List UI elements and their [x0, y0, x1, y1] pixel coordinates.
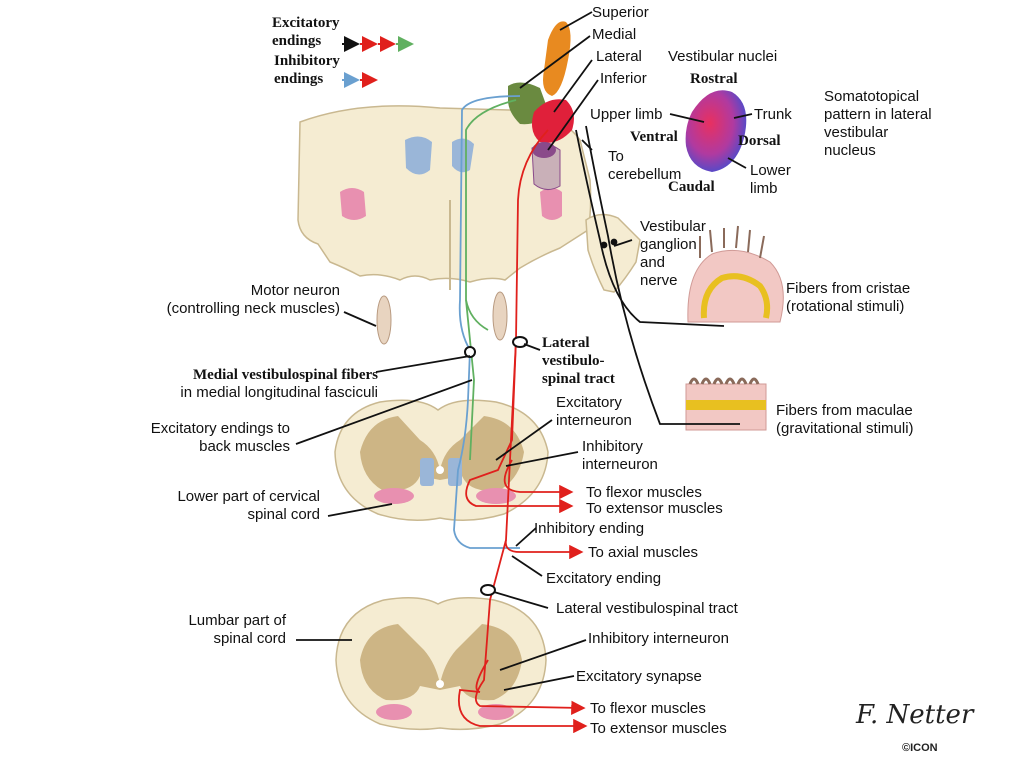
brainstem-section [297, 105, 641, 293]
lateral-nucleus [532, 99, 574, 143]
label-motor-neuron: Motor neuron(controlling neck muscles) [166, 282, 340, 317]
superior-nucleus [543, 21, 571, 97]
label-lateral: Lateral [596, 48, 642, 65]
label-to-flexor-2: To flexor muscles [590, 700, 706, 717]
crista-ampullaris [687, 225, 784, 323]
label-dorsal: Dorsal [738, 133, 781, 149]
motor-neuron-right [492, 291, 508, 341]
signature: F. Netter [856, 700, 974, 730]
lumbar-cord [335, 597, 547, 731]
label-lateral-tract-bottom: Lateral vestibulospinal tract [556, 600, 738, 617]
somatotopic-blob [685, 90, 747, 172]
macula [685, 377, 767, 431]
legend-arrows [342, 36, 414, 88]
fiber-pathways [453, 95, 740, 734]
label-to-extensor-2: To extensor muscles [590, 720, 727, 737]
label-excitatory-ending: Excitatory ending [546, 570, 662, 587]
label-superior: Superior [592, 4, 649, 21]
lateral-tract-ring-top [512, 336, 528, 348]
cervical-cord [334, 399, 549, 521]
motor-neuron-left [376, 295, 392, 345]
leader-lines [295, 11, 753, 691]
label-to-flexor-1: To flexor muscles [586, 484, 702, 501]
label-inhibitory-ending: Inhibitory ending [534, 520, 645, 537]
label-medial-fibers-bold: Medial vestibulospinal fibers [192, 367, 378, 383]
label-ventral: Ventral [630, 129, 678, 145]
label-to-axial: To axial muscles [588, 544, 699, 561]
vestibular-nuclei [508, 21, 574, 190]
lateral-tract-ring-bottom [480, 584, 496, 596]
label-caudal: Caudal [668, 179, 715, 195]
label-upper-limb: Upper limb [590, 106, 663, 123]
label-trunk: Trunk [754, 106, 792, 123]
label-fibers-maculae: Fibers from maculae(gravitational stimul… [776, 402, 914, 437]
label-fibers-cristae: Fibers from cristae(rotational stimuli) [786, 280, 911, 315]
label-medial: Medial [592, 26, 637, 43]
label-rostral: Rostral [690, 71, 738, 87]
label-inhibitory-interneuron-2: Inhibitory interneuron [588, 630, 729, 647]
label-inferior: Inferior [600, 70, 647, 87]
label-vestibular-nuclei: Vestibular nuclei [668, 48, 778, 65]
medial-fiber-ring [464, 346, 476, 358]
signature-mark: ©ICON [902, 742, 938, 754]
label-medial-fibers-sub: in medial longitudinal fasciculi [180, 384, 378, 401]
label-excitatory-synapse: Excitatory synapse [576, 668, 702, 685]
label-to-extensor-1: To extensor muscles [586, 500, 723, 517]
